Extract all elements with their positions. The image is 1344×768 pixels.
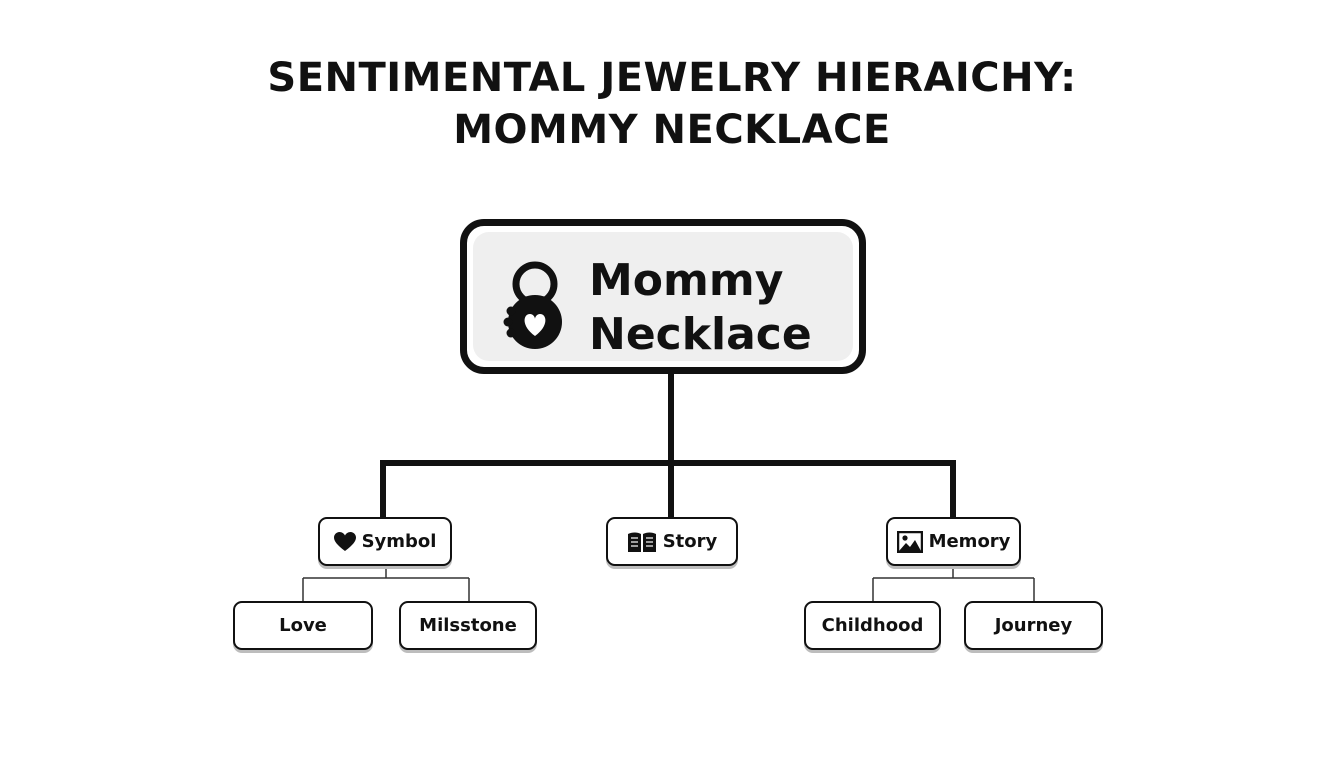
leaf-label-milestone: Milsstone (419, 615, 517, 636)
picture-icon (896, 530, 923, 553)
heart-icon (333, 531, 356, 551)
category-node-story: Story (606, 517, 738, 566)
root-label-line-2: Necklace (589, 309, 812, 360)
title-line-1: SENTIMENTAL JEWELRY HIERAICHY: (267, 55, 1077, 101)
root-label: Mommy Necklace (589, 254, 812, 362)
category-label-symbol: Symbol (361, 531, 437, 552)
title-line-2: MOMMY NECKLACE (453, 107, 891, 153)
leaf-label-journey: Journey (994, 615, 1073, 636)
root-node-inner: Mommy Necklace (473, 232, 853, 361)
diagram-title: SENTIMENTAL JEWELRY HIERAICHY: MOMMY NEC… (0, 52, 1344, 156)
leaf-node-journey: Journey (964, 601, 1103, 650)
leaf-node-childhood: Childhood (804, 601, 941, 650)
root-label-line-1: Mommy (589, 255, 784, 306)
necklace-heart-icon (503, 261, 562, 349)
category-node-symbol: Symbol (318, 517, 452, 566)
category-label-memory: Memory (928, 531, 1011, 552)
leaf-node-milestone: Milsstone (399, 601, 537, 650)
category-label-story: Story (662, 531, 718, 552)
leaf-node-love: Love (233, 601, 373, 650)
root-node-mommy-necklace: Mommy Necklace (460, 219, 866, 374)
leaf-label-love: Love (279, 615, 327, 636)
book-icon (627, 532, 656, 552)
category-node-memory: Memory (886, 517, 1021, 566)
leaf-label-childhood: Childhood (821, 615, 924, 636)
